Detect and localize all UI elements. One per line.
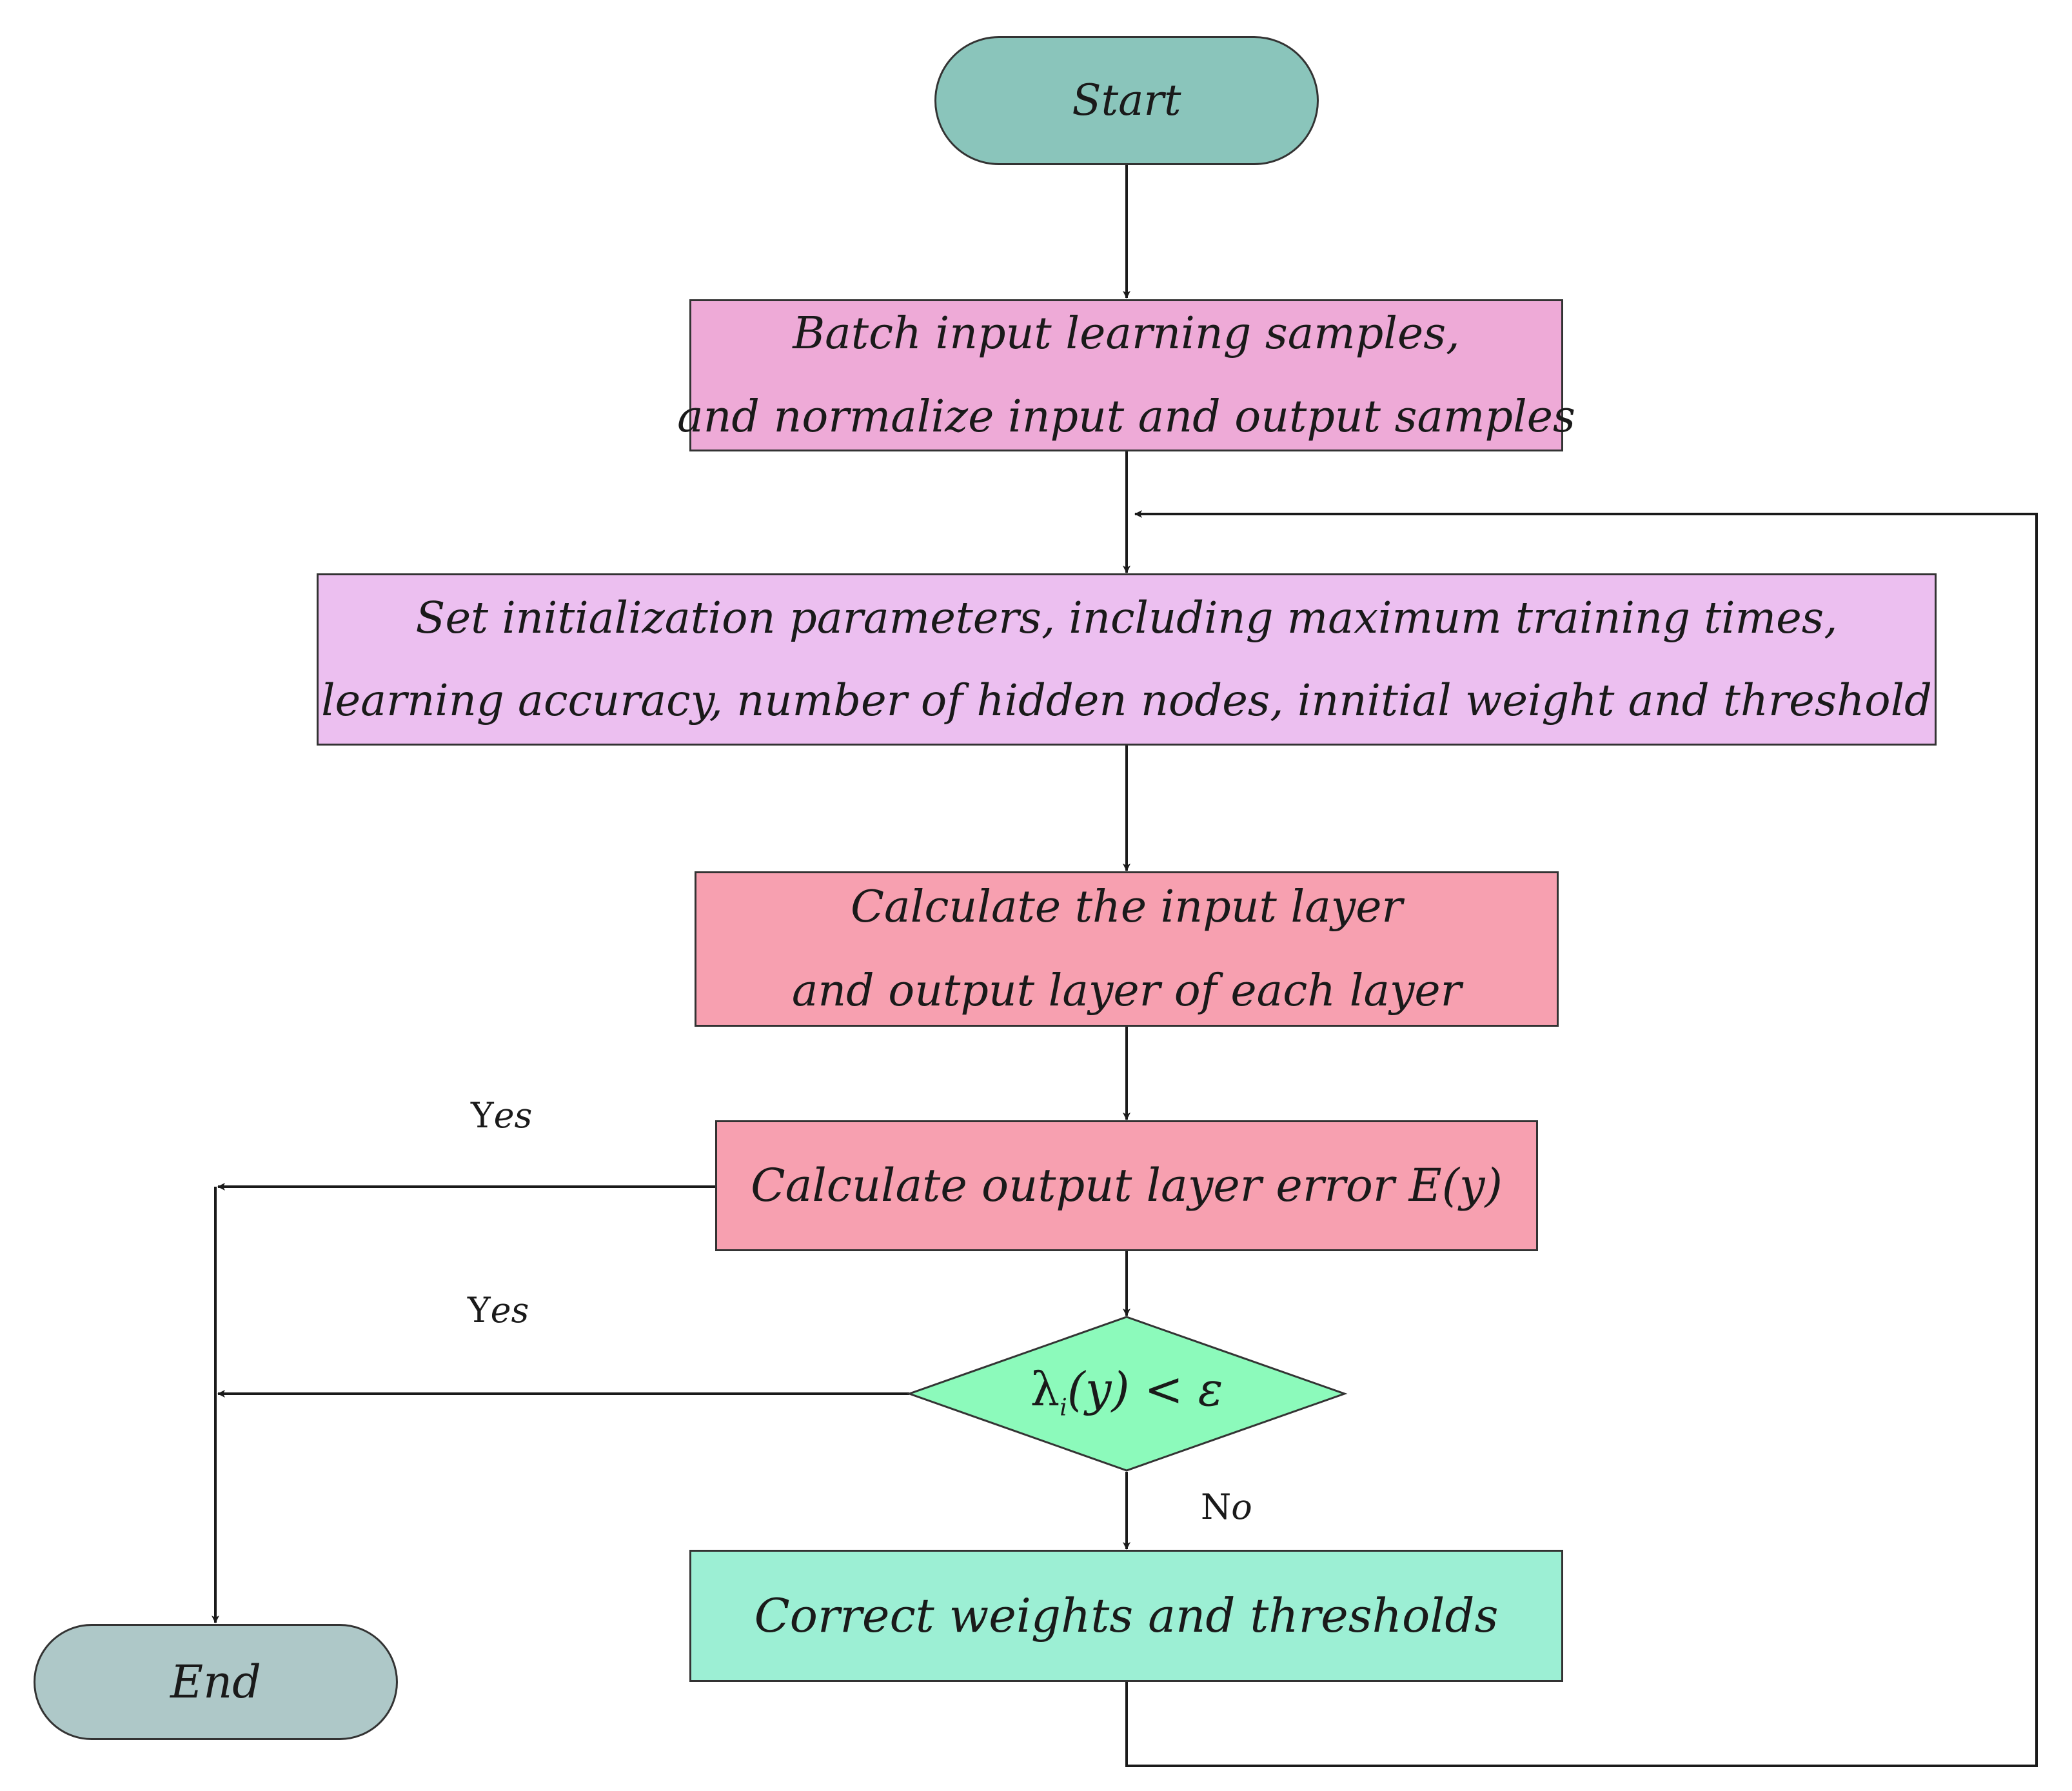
calculate-layers-process: Calculate the input layer and output lay… — [695, 871, 1559, 1027]
calculate-error-process: Calculate output layer error E(y) — [715, 1120, 1538, 1251]
correct-label: Correct weights and thresholds — [754, 1588, 1499, 1643]
yes-label-decision: Yes — [468, 1290, 529, 1331]
correct-weights-process: Correct weights and thresholds — [689, 1550, 1563, 1682]
init-parameters-process: Set initialization parameters, including… — [317, 573, 1937, 746]
init-line-2: learning accuracy, number of hidden node… — [321, 675, 1932, 726]
decision-condition: λi(y) < ε — [1006, 1362, 1247, 1421]
edge-loop-correct-to-init — [1125, 510, 2038, 1767]
batch-input-process: Batch input learning samples, and normal… — [677, 299, 1575, 451]
decision-rest: (y) < ε — [1067, 1362, 1223, 1416]
calc-layers-line-2: and output layer of each layer — [791, 965, 1462, 1016]
decision-subscript: i — [1060, 1394, 1067, 1421]
init-line-1: Set initialization parameters, including… — [415, 593, 1838, 644]
start-terminal: Start — [934, 36, 1319, 165]
batch-line-1: Batch input learning samples, — [793, 308, 1460, 359]
start-label: Start — [1072, 75, 1181, 126]
end-label: End — [170, 1655, 261, 1708]
decision-diamond — [906, 1316, 1348, 1472]
end-terminal: End — [34, 1624, 398, 1740]
no-label-decision: No — [1201, 1487, 1252, 1527]
yes-label-error: Yes — [471, 1095, 533, 1136]
batch-line-2: and normalize input and output samples — [677, 391, 1575, 442]
calc-error-label: Calculate output layer error E(y) — [751, 1159, 1503, 1212]
calc-layers-line-1: Calculate the input layer — [851, 882, 1403, 933]
decision-lambda: λ — [1030, 1362, 1060, 1416]
